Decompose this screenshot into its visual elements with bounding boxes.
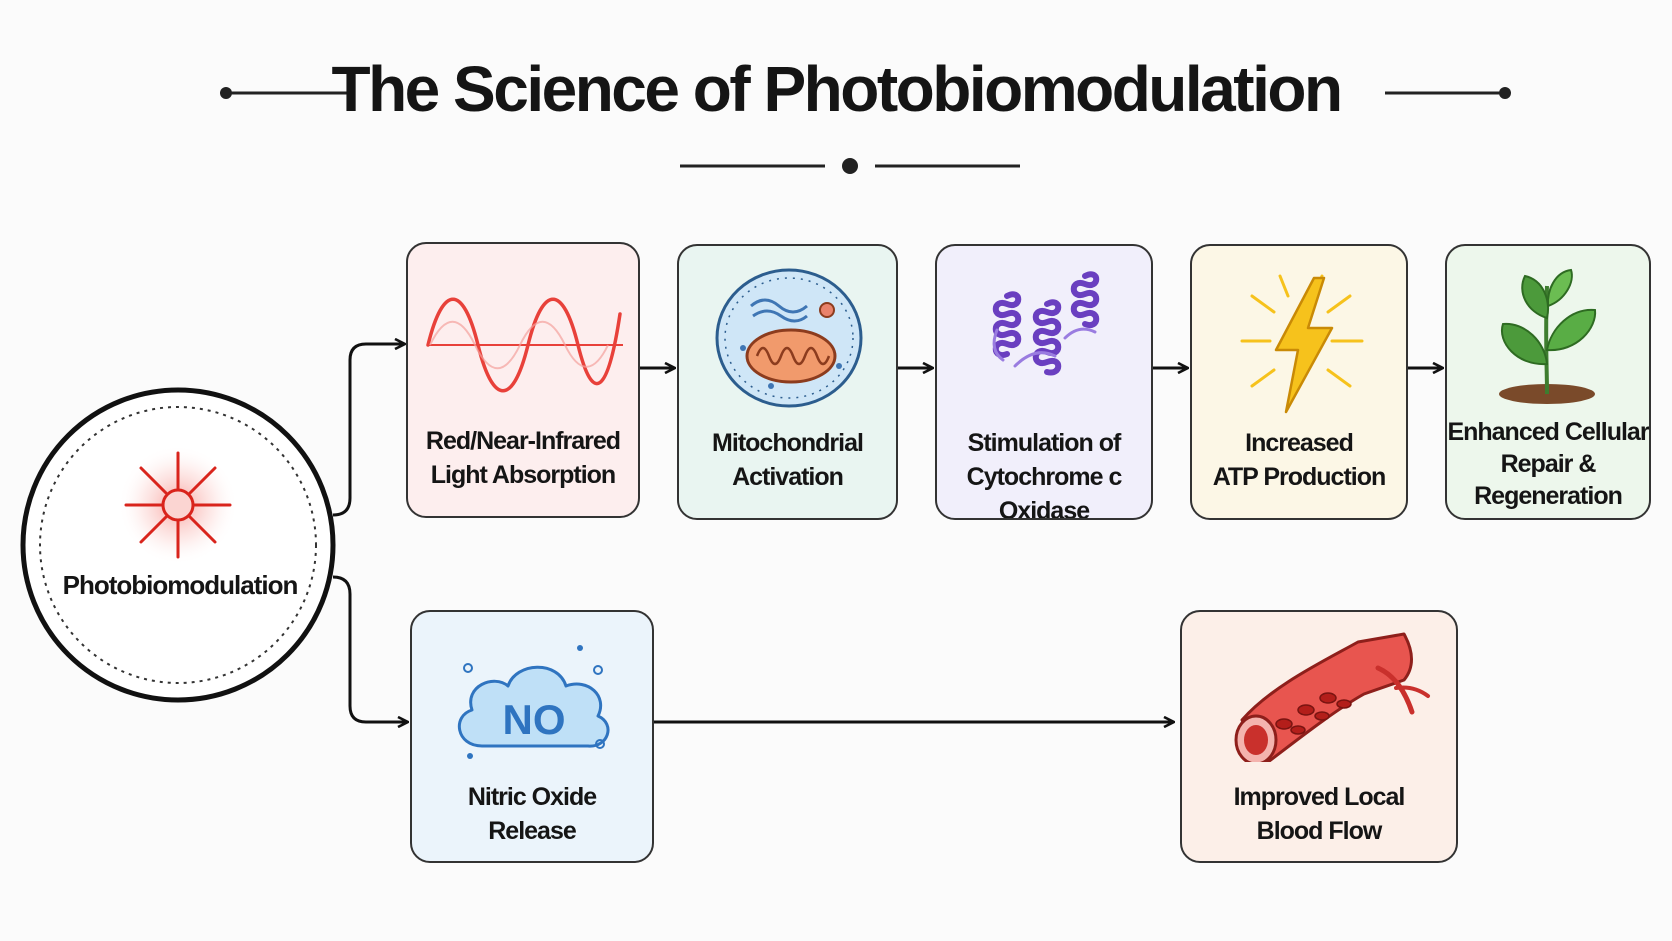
- title-decoration: [220, 87, 1511, 174]
- no-cloud-icon: NO: [457, 645, 610, 759]
- blood-vessel-icon: [1234, 632, 1430, 762]
- card-improved-blood-flow: Improved Local Blood Flow: [1180, 610, 1458, 863]
- protein-helix-icon: [992, 271, 1100, 376]
- step-card-light-absorption: Red/Near-Infrared Light Absorption: [406, 242, 640, 518]
- light-burst-icon: [118, 445, 238, 565]
- secondary-label: Improved Local Blood Flow: [1233, 783, 1406, 845]
- mitochondrion-cell-icon: [715, 268, 863, 408]
- card-nitric-oxide-release: NO Nitric Oxide Release: [410, 610, 654, 863]
- step-card-atp-production: Increased ATP Production: [1190, 244, 1408, 520]
- step-label: Red/Near-Infrared Light Absorption: [425, 427, 621, 489]
- step-card-cellular-repair: Enhanced Cellular Repair & Regeneration: [1445, 244, 1651, 520]
- light-wave-icon: [426, 297, 623, 393]
- step-label: Stimulation of Cytochrome c Oxidase: [966, 429, 1123, 520]
- no-cloud-text: NO: [503, 696, 566, 743]
- step-card-mitochondrial-activation: Mitochondrial Activation: [677, 244, 898, 520]
- sprout-plant-icon: [1499, 268, 1597, 404]
- branch-arrow-upper: [332, 344, 404, 517]
- step-label: Enhanced Cellular Repair & Regeneration: [1447, 418, 1649, 510]
- step-label: Increased ATP Production: [1212, 429, 1387, 491]
- photobiomodulation-node: [20, 387, 336, 703]
- branch-arrow-lower: [332, 575, 407, 722]
- step-card-cytochrome-oxidase: Stimulation of Cytochrome c Oxidase: [935, 244, 1153, 520]
- page-title: The Science of Photobiomodulation: [331, 53, 1343, 125]
- lightning-bolt-icon: [1240, 274, 1364, 414]
- step-label: Mitochondrial Activation: [712, 429, 864, 491]
- secondary-label: Nitric Oxide Release: [467, 783, 597, 845]
- center-label: Photobiomodulation: [62, 570, 299, 600]
